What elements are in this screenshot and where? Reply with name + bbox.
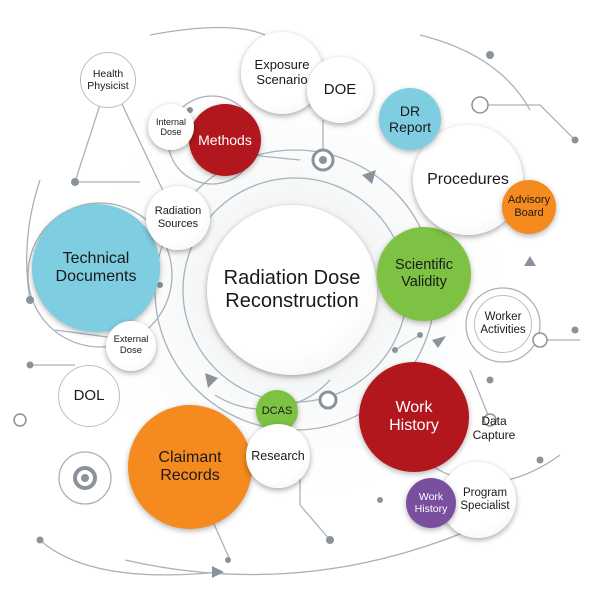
advisory-board-node: Advisory Board: [502, 180, 556, 234]
hollow-ring: [471, 96, 489, 114]
arrow-down: [205, 373, 218, 388]
connector-dot: [392, 347, 398, 353]
data-capture-label: Data Capture: [472, 414, 516, 442]
worker-activities-ring: [465, 287, 541, 363]
dcas-label: DCAS: [261, 404, 293, 417]
connector-dot: [326, 536, 334, 544]
doe-label: DOE: [323, 81, 357, 99]
hub-core: [319, 156, 327, 164]
connector-dot: [71, 178, 79, 186]
arc-bottom: [124, 529, 471, 576]
radiation-sources-label: Radiation Sources: [154, 205, 202, 230]
arc-top: [149, 26, 266, 36]
connector-dot: [571, 326, 579, 334]
work-history-small-node: Work History: [406, 478, 456, 528]
line-top-right-diag: [539, 104, 576, 141]
arrow-right: [212, 566, 224, 578]
scientific-validity-label: Scientific Validity: [394, 257, 454, 290]
arc-top-right: [419, 34, 531, 111]
program-specialist-label: Program Specialist: [460, 486, 510, 512]
line-right-diag: [469, 369, 491, 421]
connector-dot: [417, 332, 423, 338]
line-scientific: [394, 334, 421, 351]
connector-dot: [486, 376, 494, 384]
hub-ring-small: [318, 390, 338, 410]
worker-activities-node: Worker Activities: [474, 295, 532, 353]
work-history-small-label: Work History: [414, 490, 448, 515]
dr-report-node: DR Report: [379, 88, 441, 150]
exposure-scenario-label: Exposure Scenario: [254, 57, 310, 87]
data-capture-node: Data Capture: [462, 402, 526, 456]
internal-dose-node: Internal Dose: [148, 104, 194, 150]
arrow-up-left: [362, 170, 376, 184]
connector-dot: [377, 497, 383, 503]
line-health-to-sources: [119, 99, 166, 196]
worker-activities-label: Worker Activities: [480, 310, 526, 336]
doe-node: DOE: [307, 57, 373, 123]
procedures-label: Procedures: [427, 170, 509, 188]
health-physicist-label: Health Physicist: [87, 67, 129, 92]
connector-dot: [571, 136, 579, 144]
research-node: Research: [246, 424, 310, 488]
hollow-ring: [13, 413, 27, 427]
external-dose-node: External Dose: [106, 321, 156, 371]
hollow-ring: [483, 413, 497, 427]
radiation-sources-node: Radiation Sources: [146, 186, 210, 250]
methods-label: Methods: [198, 131, 252, 148]
connector-dot: [36, 536, 44, 544]
internal-dose-label: Internal Dose: [155, 116, 187, 137]
connector-dot: [26, 361, 34, 369]
research-label: Research: [251, 448, 305, 463]
work-history-label: Work History: [389, 398, 439, 434]
dol-target-ring: [58, 451, 112, 505]
dol-label: DOL: [73, 387, 105, 405]
arc-bottom-left: [39, 539, 221, 576]
external-dose-label: External Dose: [113, 334, 149, 356]
hollow-ring: [532, 332, 548, 348]
arrow-up: [524, 256, 536, 266]
work-history-node: Work History: [359, 362, 469, 472]
claimant-records-node: Claimant Records: [128, 405, 252, 529]
arrow-small: [432, 336, 446, 348]
dol-node: DOL: [58, 365, 120, 427]
line-methods: [249, 154, 301, 161]
line-research-diag: [299, 504, 331, 541]
connector-dot: [536, 456, 544, 464]
scientific-validity-node: Scientific Validity: [377, 227, 471, 321]
connector-dot: [225, 557, 231, 563]
connector-dot: [157, 282, 163, 288]
advisory-board-label: Advisory Board: [507, 194, 551, 219]
connector-dot: [26, 296, 34, 304]
connector-dots: [26, 51, 579, 563]
center-node-label: Radiation Dose Reconstruction: [223, 267, 361, 312]
technical-documents-ring: [27, 202, 173, 348]
center-node: Radiation Dose Reconstruction: [207, 205, 377, 375]
arc-left: [26, 179, 41, 301]
technical-documents-label: Technical Documents: [55, 249, 137, 285]
dr-report-label: DR Report: [388, 102, 432, 135]
health-physicist-node: Health Physicist: [80, 52, 136, 108]
connector-dot: [486, 51, 494, 59]
dol-target-core: [81, 474, 89, 482]
technical-documents-node: Technical Documents: [32, 204, 160, 332]
methods-node: Methods: [189, 104, 261, 176]
flow-arrows: [205, 170, 536, 578]
claimant-records-label: Claimant Records: [158, 448, 222, 484]
